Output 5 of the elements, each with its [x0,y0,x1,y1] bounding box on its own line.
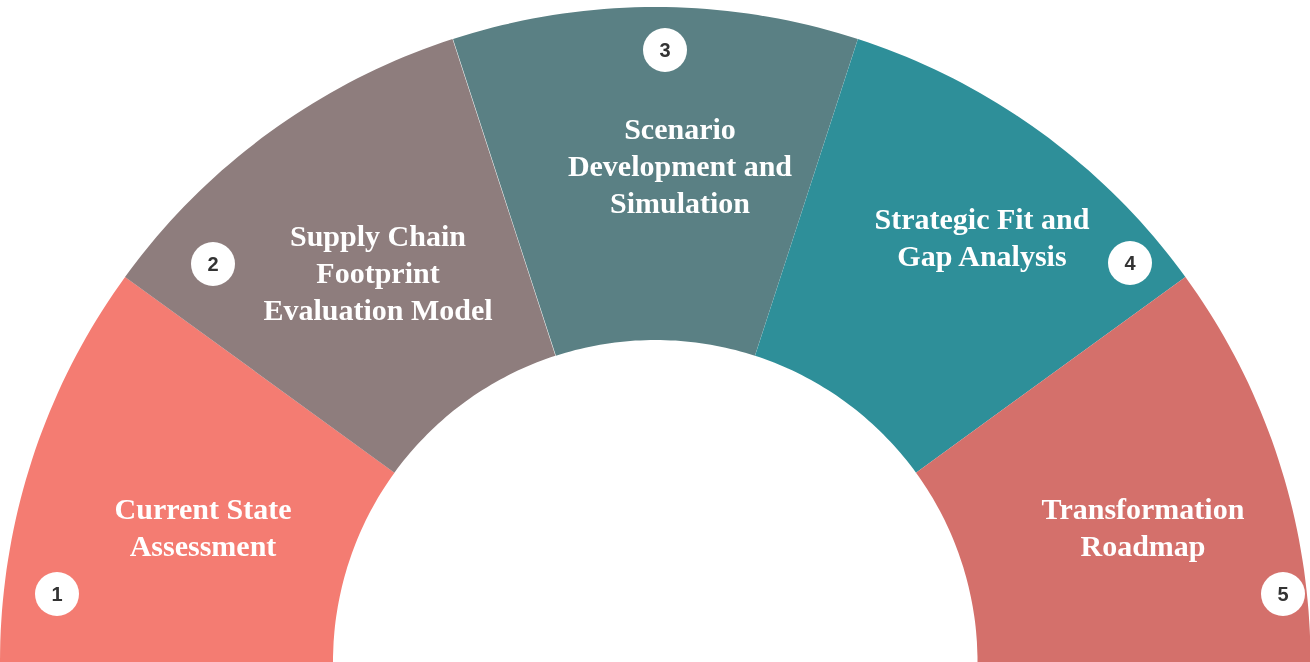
segment-title: Scenario Development and Simulation [566,110,794,221]
segment-title: Current State Assessment [113,491,293,564]
segment-title: Transformation Roadmap [1040,491,1246,564]
segment-title: Strategic Fit and Gap Analysis [873,201,1091,274]
segment-title: Supply Chain Footprint Evaluation Model [263,217,493,328]
